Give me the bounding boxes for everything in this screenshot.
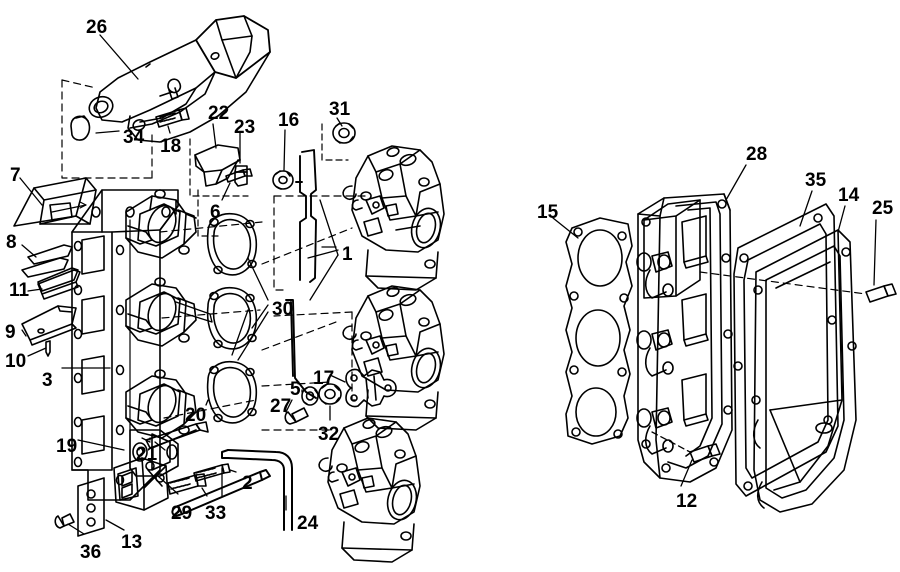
callout-14: 14: [838, 185, 860, 206]
part-33-long-screw: [167, 473, 207, 495]
callout-22: 22: [208, 103, 230, 124]
callout-28: 28: [746, 144, 768, 165]
callout-1: 1: [342, 244, 353, 265]
part-35-silencer-gasket: [733, 203, 839, 497]
callout-27: 27: [270, 396, 292, 417]
callout-5: 5: [290, 379, 301, 400]
part-6-screw: [225, 168, 253, 183]
part-30-gasket-middle: [206, 286, 258, 350]
part-31-nut: [332, 122, 356, 144]
callout-6: 6: [210, 202, 221, 223]
part-27-screw: [284, 407, 309, 425]
callout-18: 18: [160, 136, 182, 157]
part-36-screw: [54, 513, 75, 529]
callout-25: 25: [872, 198, 894, 219]
callout-29: 29: [171, 503, 193, 524]
part-32-bushing: [318, 383, 342, 405]
carburetor-bottom: [318, 417, 421, 563]
callout-26: 26: [86, 17, 108, 38]
callout-20: 20: [185, 405, 207, 426]
part-28-silencer-base: [636, 193, 733, 483]
part-3-intake-manifold: [71, 189, 213, 501]
callout-24: 24: [297, 513, 319, 534]
callout-2: 2: [242, 473, 253, 494]
part-18-screw: [155, 107, 190, 128]
callout-9: 9: [5, 322, 16, 343]
callout-8: 8: [6, 232, 17, 253]
part-11-reed-stop: [37, 269, 81, 300]
callout-32: 32: [318, 424, 340, 445]
callout-30: 30: [272, 299, 294, 320]
leader-26: [99, 34, 139, 80]
callout-16: 16: [278, 110, 300, 131]
part-26-air-intake-tube: [88, 15, 271, 143]
callout-3: 3: [42, 370, 53, 391]
part-10-pin: [45, 340, 51, 357]
callout-17: 17: [313, 368, 335, 389]
leader-34: [95, 130, 120, 134]
part-15-manifold-gasket: [565, 217, 633, 445]
part-14-silencer-cover: [751, 229, 857, 513]
callout-13: 13: [121, 532, 143, 553]
part-16-bushing: [272, 170, 294, 190]
part-9-plate: [21, 305, 77, 346]
part-22-clip: [194, 144, 241, 187]
part-24-fuel-hose: [171, 449, 293, 531]
callout-10: 10: [5, 351, 27, 372]
callout-36: 36: [80, 542, 102, 563]
part-13-anchor-plate: [77, 477, 105, 537]
part-17-link-plate: [345, 368, 397, 408]
part-29-throttle-lever: [113, 457, 169, 511]
callout-35: 35: [805, 170, 827, 191]
carburetor-middle: [342, 285, 445, 431]
callout-19: 19: [56, 436, 78, 457]
callout-11: 11: [9, 280, 30, 301]
carburetor-top: [342, 145, 445, 291]
part-2-bolt: [193, 463, 231, 482]
callout-31: 31: [329, 99, 351, 120]
callout-12: 12: [676, 491, 698, 512]
callout-15: 15: [537, 202, 559, 223]
part-5-washer: [301, 386, 319, 406]
callout-33: 33: [205, 503, 227, 524]
callout-7: 7: [10, 165, 21, 186]
part-1-link-rods: [285, 149, 317, 399]
part-34-grommet: [70, 115, 91, 141]
part-20-gasket: [206, 360, 258, 424]
part-25-screw: [865, 283, 897, 303]
callout-23: 23: [234, 117, 256, 138]
callout-34: 34: [123, 127, 145, 148]
part-12-screw: [689, 443, 721, 463]
callout-21: 21: [136, 444, 158, 465]
